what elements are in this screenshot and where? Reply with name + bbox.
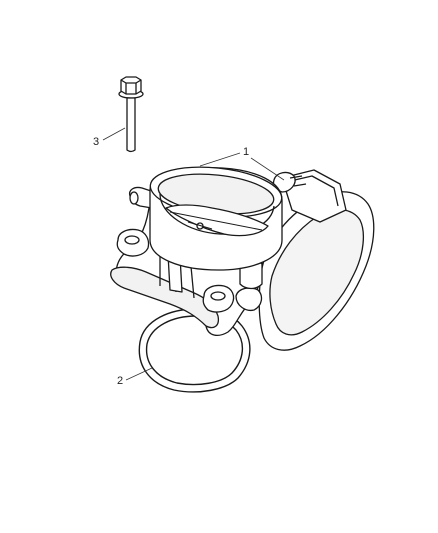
gasket-inner: [145, 315, 243, 386]
callout-1: 1: [243, 146, 249, 158]
gasket-part: [138, 308, 251, 393]
leader-lines: [102, 127, 285, 381]
callout-3: 3: [93, 136, 99, 148]
mounting-flange: [110, 266, 220, 329]
electrical-connector: [281, 169, 347, 223]
bolt-part: [118, 76, 144, 153]
throttle-body-part: [110, 166, 375, 351]
callout-2: 2: [117, 375, 123, 387]
bolt-hole-left: [124, 235, 140, 245]
bolt-hex-head: [120, 76, 142, 95]
leader-1b: [250, 157, 285, 181]
gasket-outer: [138, 308, 251, 393]
leader-2: [125, 367, 153, 381]
bolt-shank: [126, 97, 136, 153]
leader-1a: [199, 152, 241, 167]
leader-3: [102, 127, 126, 141]
bolt-hole-lower: [210, 291, 226, 301]
mounting-boss-right: [235, 287, 263, 312]
